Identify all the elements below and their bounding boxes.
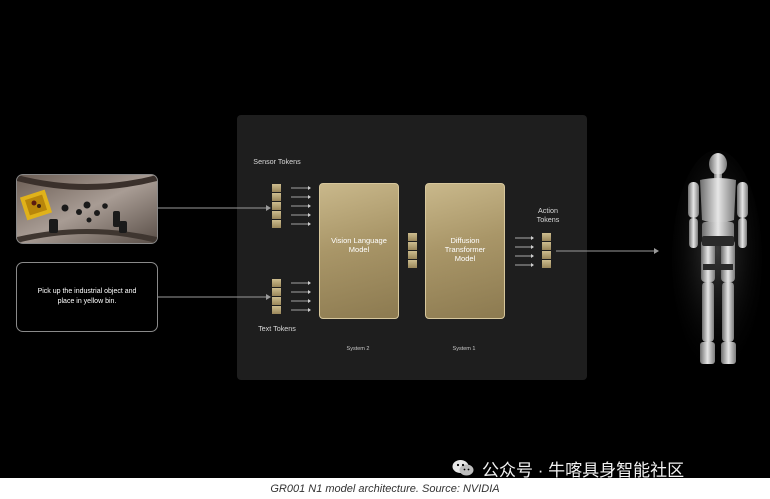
system1-label: System 1 [452,346,476,352]
watermark: 公众号 · 牛喀具身智能社区 [452,456,684,478]
text-token-arrows [291,282,308,311]
sensor-tokens-label: Sensor Tokens [253,157,301,166]
latent-token [408,242,417,250]
action-tokens-label: Action Tokens [536,206,560,224]
vision-language-model-block: Vision Language Model [319,183,399,319]
text-token-stack [272,279,281,315]
sensor-token [272,202,281,210]
action-token [542,251,551,259]
sensor-token [272,184,281,192]
diffusion-transformer-block: Diffusion Transformer Model [425,183,505,319]
latent-token [408,260,417,268]
text-token [272,288,281,296]
humanoid-robot-icon [672,150,762,370]
sensor-token-arrows [291,187,308,225]
latent-token [408,233,417,241]
action-token [542,233,551,241]
latent-token [408,251,417,259]
text-token [272,279,281,287]
text-token [272,306,281,314]
workspace-photo [17,175,157,243]
text-tokens-label: Text Tokens [258,324,296,333]
yellow-bin [19,189,53,221]
vlm-label: Vision Language Model [331,236,387,254]
wechat-icon [452,459,474,477]
sensor-token-stack [272,184,281,229]
text-prompt-input: Pick up the industrial object and place … [16,262,158,332]
diagram-canvas: Pick up the industrial object and place … [0,0,770,478]
latent-token-stack [408,233,417,269]
action-token-arrows [515,237,531,266]
sensor-token [272,220,281,228]
action-token-stack [542,233,551,269]
sensor-token [272,193,281,201]
action-token [542,242,551,250]
prompt-text: Pick up the industrial object and place … [37,288,137,305]
connector-lines [158,186,659,312]
text-token [272,297,281,305]
figure-caption: GR001 N1 model architecture. Source: NVI… [270,483,500,495]
sensor-token [272,211,281,219]
system2-label: System 2 [346,346,370,352]
action-token [542,260,551,268]
watermark-text: 公众号 · 牛喀具身智能社区 [482,460,685,479]
camera-image-input [16,174,158,244]
dit-label: Diffusion Transformer Model [444,236,486,263]
